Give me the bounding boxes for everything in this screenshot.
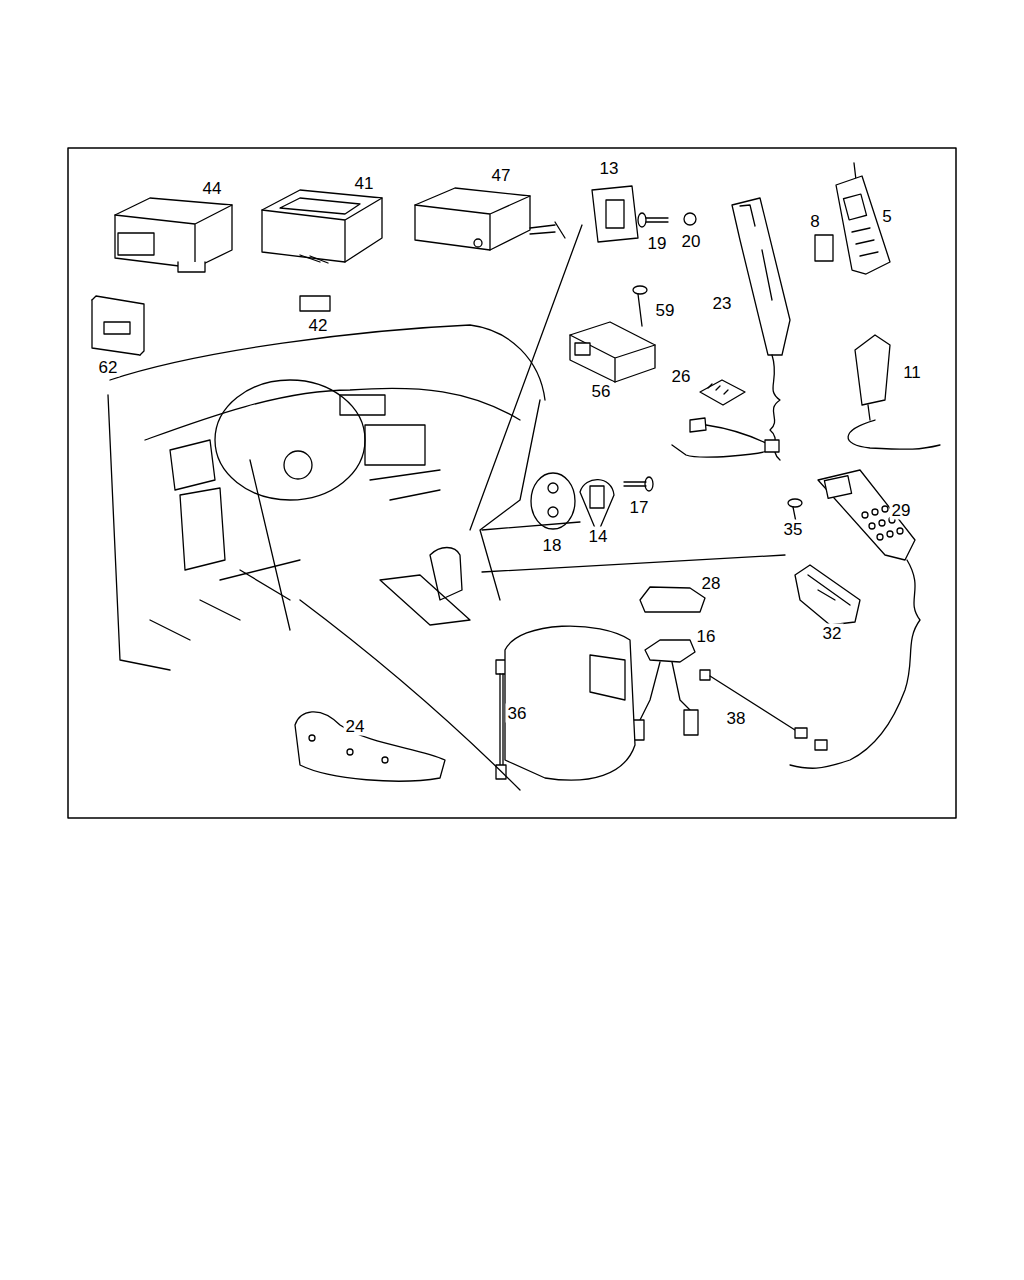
tray — [295, 712, 445, 781]
callout-number: 16 — [695, 627, 718, 646]
callout-number: 20 — [680, 232, 703, 251]
callout-number: 42 — [307, 316, 330, 335]
key-fob — [531, 473, 614, 529]
charger — [848, 335, 940, 449]
connector-cable — [672, 380, 779, 457]
callout-number: 14 — [587, 527, 610, 546]
callout-number: 24 — [344, 717, 367, 736]
callout-number: 28 — [700, 574, 723, 593]
callout-number: 23 — [711, 294, 734, 313]
screw — [624, 477, 653, 491]
control-unit — [115, 198, 232, 272]
callout-number: 11 — [901, 363, 923, 382]
callout-number: 29 — [890, 501, 913, 520]
dashboard — [108, 225, 785, 790]
callout-number: 62 — [97, 358, 120, 377]
callout-number: 36 — [506, 704, 529, 723]
callout-number: 35 — [782, 520, 805, 539]
callout-number: 56 — [590, 382, 613, 401]
screw — [633, 286, 647, 326]
frame — [68, 148, 956, 818]
cap — [684, 213, 696, 225]
phone-cradle — [732, 198, 790, 460]
callout-number: 13 — [598, 159, 621, 178]
callout-number: 19 — [646, 234, 669, 253]
cover — [640, 587, 705, 612]
booklet — [92, 296, 144, 355]
connector — [630, 640, 698, 740]
callout-number: 38 — [725, 709, 748, 728]
callout-number: 18 — [541, 536, 564, 555]
center-console — [505, 626, 635, 780]
callout-number: 59 — [654, 301, 677, 320]
handset — [790, 470, 920, 768]
screw — [638, 213, 668, 227]
bracket — [592, 186, 638, 242]
callout-number: 26 — [670, 367, 693, 386]
callout-number: 47 — [490, 166, 513, 185]
cable — [700, 670, 827, 750]
handset-holder — [795, 565, 860, 625]
callout-number: 32 — [821, 624, 844, 643]
callout-number: 41 — [353, 174, 376, 193]
interface-module — [570, 322, 655, 382]
callout-number: 5 — [880, 207, 893, 226]
sim-card — [815, 235, 833, 261]
callout-number: 8 — [808, 212, 821, 231]
callout-number: 44 — [201, 179, 224, 198]
card — [300, 296, 330, 311]
module — [262, 190, 382, 263]
module — [415, 188, 565, 250]
callout-number: 17 — [628, 498, 651, 517]
